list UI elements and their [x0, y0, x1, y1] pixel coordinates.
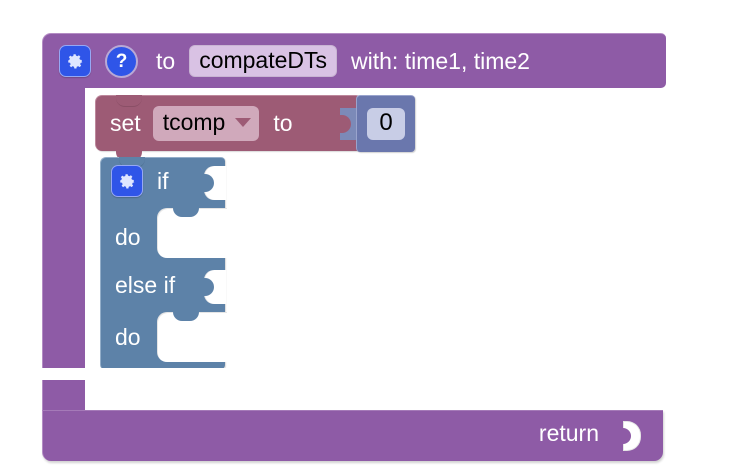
- do-label-1: do: [115, 223, 141, 250]
- gear-icon[interactable]: [59, 45, 91, 77]
- workspace-void-right-of-if: [224, 157, 624, 368]
- procedure-footer[interactable]: return: [42, 410, 663, 461]
- procedure-definition-block[interactable]: ? to compateDTs with: time1, time2 retur…: [42, 33, 666, 461]
- set-socket-notch: [340, 108, 360, 140]
- if-row-do-2: do: [115, 320, 141, 354]
- if-row-do-1: do: [115, 220, 141, 254]
- if-row-else-if: else if: [115, 268, 175, 302]
- variable-dropdown-field[interactable]: tcomp: [152, 106, 260, 141]
- number-literal-block[interactable]: 0: [356, 95, 415, 152]
- procedure-to-label: to: [156, 47, 176, 74]
- procedure-left-spine: [42, 83, 85, 413]
- set-value-socket[interactable]: [338, 108, 360, 140]
- do-statement-socket-1[interactable]: [157, 207, 227, 258]
- else-if-label: else if: [115, 271, 176, 298]
- chevron-down-icon[interactable]: [235, 118, 252, 127]
- if-condition-socket-2[interactable]: [202, 270, 226, 304]
- procedure-name-field[interactable]: compateDTs: [189, 44, 338, 78]
- do-statement-socket-2[interactable]: [157, 311, 227, 362]
- return-socket-notch: [622, 421, 641, 451]
- return-value-socket[interactable]: [622, 421, 643, 451]
- procedure-parameters-label: with: time1, time2: [351, 47, 530, 74]
- set-to-label: to: [273, 110, 293, 136]
- if-else-block[interactable]: if do else if do: [100, 157, 227, 378]
- procedure-inner-shelf: [42, 368, 242, 380]
- workspace-void-right-of-set: [414, 90, 674, 158]
- if-condition-socket-1-notch: [203, 166, 226, 200]
- if-condition-socket-2-notch: [203, 270, 226, 304]
- do-label-2: do: [115, 323, 141, 350]
- if-condition-socket-1[interactable]: [202, 166, 226, 200]
- set-variable-block[interactable]: set tcomp to: [95, 95, 360, 161]
- if-label: if: [157, 167, 169, 194]
- number-value-field[interactable]: 0: [367, 108, 405, 140]
- variable-name-label: tcomp: [162, 109, 226, 135]
- if-block-body[interactable]: if do else if do: [100, 157, 227, 369]
- procedure-header[interactable]: ? to compateDTs with: time1, time2: [42, 33, 666, 88]
- gear-icon[interactable]: [111, 165, 143, 197]
- set-label: set: [110, 110, 141, 136]
- help-question-icon[interactable]: ?: [105, 44, 138, 78]
- return-label: return: [538, 420, 599, 446]
- if-row-if[interactable]: if: [111, 164, 169, 198]
